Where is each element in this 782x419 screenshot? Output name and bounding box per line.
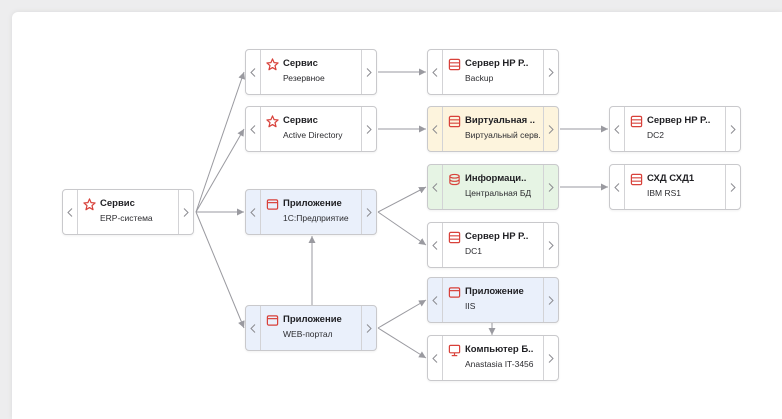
node-subtitle: Anastasia IT-3456 bbox=[465, 359, 534, 369]
expand-right-handle[interactable] bbox=[361, 50, 376, 94]
collapse-left-handle[interactable] bbox=[63, 190, 78, 234]
node-hp-server-dc2[interactable]: Сервер HP P.. DC2 bbox=[609, 106, 741, 152]
star-icon bbox=[266, 58, 279, 71]
server-icon bbox=[630, 115, 643, 128]
node-subtitle: ERP-система bbox=[100, 213, 153, 223]
expand-right-handle[interactable] bbox=[543, 336, 558, 380]
monitor-icon bbox=[448, 344, 461, 357]
node-title: Сервер HP P.. bbox=[465, 231, 529, 242]
collapse-left-handle[interactable] bbox=[246, 107, 261, 151]
node-reserve-service[interactable]: Сервис Резервное bbox=[245, 49, 377, 95]
node-app-iis[interactable]: Приложение IIS bbox=[427, 277, 559, 323]
node-subtitle: Виртуальный серв.. bbox=[465, 130, 540, 140]
window-icon bbox=[266, 315, 279, 326]
node-subtitle: DC1 bbox=[465, 246, 483, 256]
server-icon bbox=[448, 58, 461, 71]
node-erp-service[interactable]: Сервис ERP-система bbox=[62, 189, 194, 235]
node-title: Виртуальная .. bbox=[465, 115, 536, 126]
expand-right-handle[interactable] bbox=[361, 107, 376, 151]
expand-right-handle[interactable] bbox=[361, 306, 376, 350]
collapse-left-handle[interactable] bbox=[428, 336, 443, 380]
star-icon bbox=[266, 115, 279, 128]
node-hp-server-dc1[interactable]: Сервер HP P.. DC1 bbox=[427, 222, 559, 268]
server-icon bbox=[448, 115, 461, 128]
database-icon bbox=[449, 173, 460, 186]
collapse-left-handle[interactable] bbox=[428, 278, 443, 322]
server-icon bbox=[630, 173, 643, 186]
node-virtual-machine[interactable]: Виртуальная .. Виртуальный серв.. bbox=[427, 106, 559, 152]
node-title: Приложение bbox=[465, 286, 524, 297]
expand-right-handle[interactable] bbox=[178, 190, 193, 234]
expand-right-handle[interactable] bbox=[543, 107, 558, 151]
collapse-left-handle[interactable] bbox=[610, 107, 625, 151]
collapse-left-handle[interactable] bbox=[428, 50, 443, 94]
collapse-left-handle[interactable] bbox=[428, 107, 443, 151]
node-title: Сервис bbox=[283, 58, 318, 69]
star-icon bbox=[83, 198, 96, 211]
node-storage[interactable]: СХД СХД1 IBM RS1 bbox=[609, 164, 741, 210]
node-title: Сервис bbox=[100, 198, 135, 209]
node-subtitle: Центральная БД bbox=[465, 188, 532, 198]
node-subtitle: 1С:Предприятие bbox=[283, 213, 349, 223]
node-subtitle: DC2 bbox=[647, 130, 665, 140]
node-subtitle: Active Directory bbox=[283, 130, 343, 140]
node-subtitle: IBM RS1 bbox=[647, 188, 682, 198]
node-title: Приложение bbox=[283, 314, 342, 325]
window-icon bbox=[266, 199, 279, 210]
node-subtitle: IIS bbox=[465, 301, 476, 311]
expand-right-handle[interactable] bbox=[361, 190, 376, 234]
node-title: Компьютер Б.. bbox=[465, 344, 534, 355]
collapse-left-handle[interactable] bbox=[246, 190, 261, 234]
node-app-web[interactable]: Приложение WEB-портал bbox=[245, 305, 377, 351]
node-title: Сервис bbox=[283, 115, 318, 126]
node-subtitle: WEB-портал bbox=[283, 329, 333, 339]
collapse-left-handle[interactable] bbox=[610, 165, 625, 209]
node-app-1c[interactable]: Приложение 1С:Предприятие bbox=[245, 189, 377, 235]
expand-right-handle[interactable] bbox=[725, 107, 740, 151]
collapse-left-handle[interactable] bbox=[428, 223, 443, 267]
expand-right-handle[interactable] bbox=[543, 50, 558, 94]
node-subtitle: Backup bbox=[465, 73, 494, 83]
node-title: Информаци.. bbox=[465, 173, 527, 184]
node-title: Сервер HP P.. bbox=[647, 115, 711, 126]
collapse-left-handle[interactable] bbox=[246, 306, 261, 350]
expand-right-handle[interactable] bbox=[543, 278, 558, 322]
expand-right-handle[interactable] bbox=[543, 223, 558, 267]
collapse-left-handle[interactable] bbox=[246, 50, 261, 94]
node-subtitle: Резервное bbox=[283, 73, 325, 83]
node-title: СХД СХД1 bbox=[647, 173, 695, 184]
node-information-db[interactable]: Информаци.. Центральная БД bbox=[427, 164, 559, 210]
node-computer[interactable]: Компьютер Б.. Anastasia IT-3456 bbox=[427, 335, 559, 381]
expand-right-handle[interactable] bbox=[543, 165, 558, 209]
node-title: Сервер HP P.. bbox=[465, 58, 529, 69]
node-hp-server-backup[interactable]: Сервер HP P.. Backup bbox=[427, 49, 559, 95]
server-icon bbox=[448, 231, 461, 244]
node-title: Приложение bbox=[283, 198, 342, 209]
node-ad-service[interactable]: Сервис Active Directory bbox=[245, 106, 377, 152]
collapse-left-handle[interactable] bbox=[428, 165, 443, 209]
expand-right-handle[interactable] bbox=[725, 165, 740, 209]
window-icon bbox=[448, 287, 461, 298]
